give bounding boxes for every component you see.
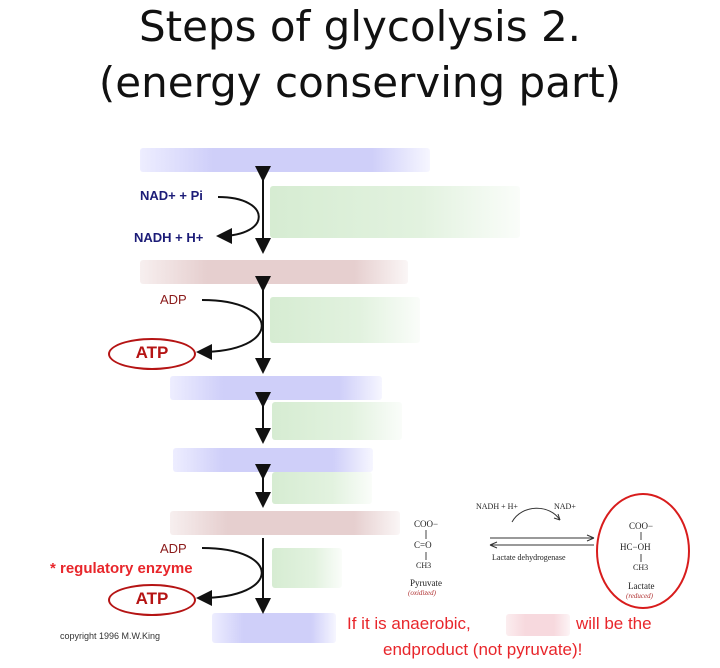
enzyme-box-4 <box>272 472 372 504</box>
enzyme-box-5 <box>272 548 342 588</box>
anaerobic-note-line2: endproduct (not pyruvate)! <box>383 640 583 659</box>
enzyme-box-2 <box>270 297 420 343</box>
lactate-label: Lactate <box>628 581 655 591</box>
metabolite-box-4 <box>173 448 373 472</box>
ldh-cofactor-in: NADH + H+ <box>476 502 518 511</box>
label-atp-1: ATP <box>108 338 196 370</box>
pyruvate-state: (oxidized) <box>408 589 436 597</box>
regulatory-enzyme-note: * regulatory enzyme <box>50 560 193 577</box>
lactate-formula-3: CH3 <box>633 563 649 572</box>
label-nad-pi: NAD+ + Pi <box>140 188 203 203</box>
lactate-circle <box>596 493 690 609</box>
curve-nad <box>216 196 260 244</box>
ldh-cofactor-curve <box>511 507 561 523</box>
metabolite-box-1 <box>140 148 430 172</box>
label-adp-1: ADP <box>160 292 187 307</box>
ldh-cofactor-out: NAD+ <box>554 502 576 511</box>
enzyme-box-3 <box>272 402 402 440</box>
copyright-text: copyright 1996 M.W.King <box>60 631 161 641</box>
pyruvate-formula-1: COO− <box>414 519 439 529</box>
lactate-state: (reduced) <box>626 592 653 600</box>
curve-adp-1 <box>196 299 263 360</box>
ldh-enzyme-label: Lactate dehydrogenase <box>492 553 566 562</box>
redacted-endproduct <box>506 614 570 636</box>
pyruvate-label: Pyruvate <box>410 578 442 588</box>
anaerobic-note-part1: If it is anaerobic, <box>347 614 471 633</box>
label-adp-2: ADP <box>160 541 187 556</box>
metabolite-box-2 <box>140 260 408 284</box>
slide-title-line2: (energy conserving part) <box>98 58 622 107</box>
lactate-formula-2: HC−OH <box>620 542 651 552</box>
label-nadh-h: NADH + H+ <box>134 230 204 245</box>
anaerobic-note-part2: will be the <box>576 614 652 633</box>
enzyme-box-1 <box>270 186 520 238</box>
metabolite-box-6 <box>212 613 336 643</box>
metabolite-box-3 <box>170 376 382 400</box>
metabolite-box-5 <box>170 511 400 535</box>
pyruvate-formula-3: CH3 <box>416 561 432 570</box>
label-atp-2: ATP <box>108 584 196 616</box>
lactate-formula-1: COO− <box>629 521 654 531</box>
slide-title-line1: Steps of glycolysis 2. <box>138 2 582 51</box>
curve-adp-2 <box>196 547 263 606</box>
pyruvate-formula-2: C=O <box>414 540 432 550</box>
